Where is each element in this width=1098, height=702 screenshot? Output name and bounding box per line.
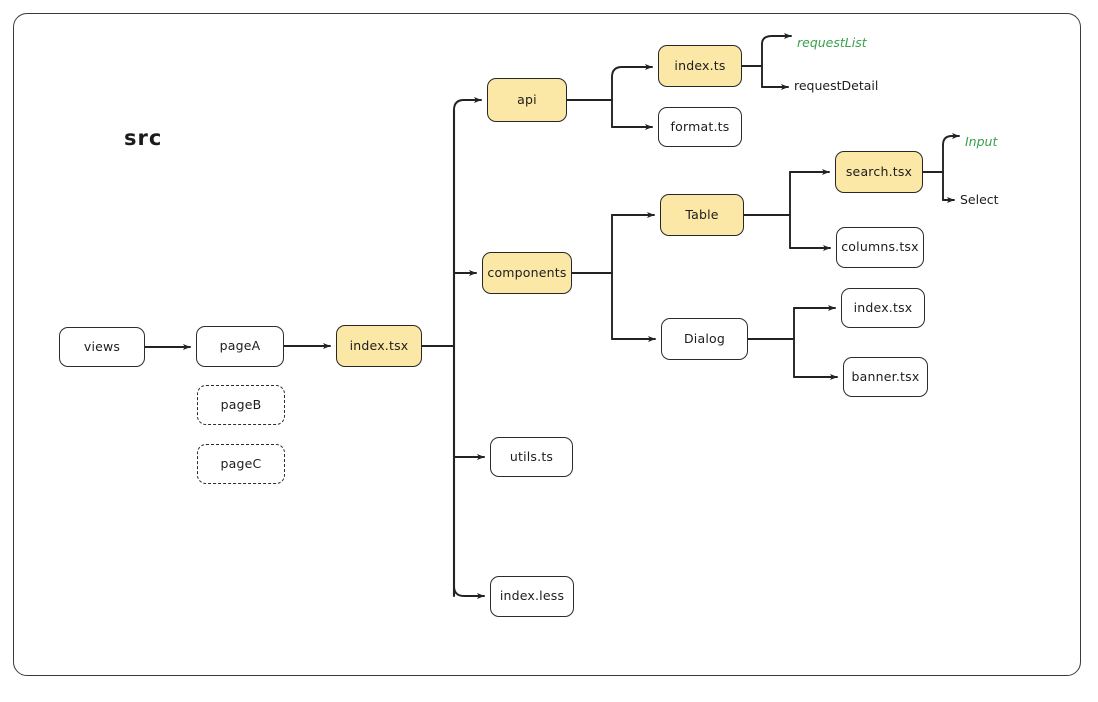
node-search-tsx[interactable]: search.tsx — [835, 151, 923, 193]
node-dialog[interactable]: Dialog — [661, 318, 748, 360]
node-dialog-banner[interactable]: banner.tsx — [843, 357, 928, 397]
node-index-less[interactable]: index.less — [490, 576, 574, 617]
node-pageA[interactable]: pageA — [196, 326, 284, 367]
node-pageB[interactable]: pageB — [197, 385, 285, 425]
node-views[interactable]: views — [59, 327, 145, 367]
label-request-detail: requestDetail — [794, 78, 879, 93]
node-dialog-index[interactable]: index.tsx — [841, 288, 925, 328]
node-pageC[interactable]: pageC — [197, 444, 285, 484]
node-index-tsx[interactable]: index.tsx — [336, 325, 422, 367]
node-api-index-ts[interactable]: index.ts — [658, 45, 742, 87]
label-input: Input — [965, 134, 998, 149]
node-utils-ts[interactable]: utils.ts — [490, 437, 573, 477]
node-columns-tsx[interactable]: columns.tsx — [836, 227, 924, 268]
node-components[interactable]: components — [482, 252, 572, 294]
node-api[interactable]: api — [487, 78, 567, 122]
node-table[interactable]: Table — [660, 194, 744, 236]
page-title: src — [124, 126, 163, 150]
label-request-list: requestList — [797, 35, 867, 50]
label-select: Select — [960, 192, 999, 207]
diagram-frame — [13, 13, 1081, 676]
node-format-ts[interactable]: format.ts — [658, 107, 742, 147]
